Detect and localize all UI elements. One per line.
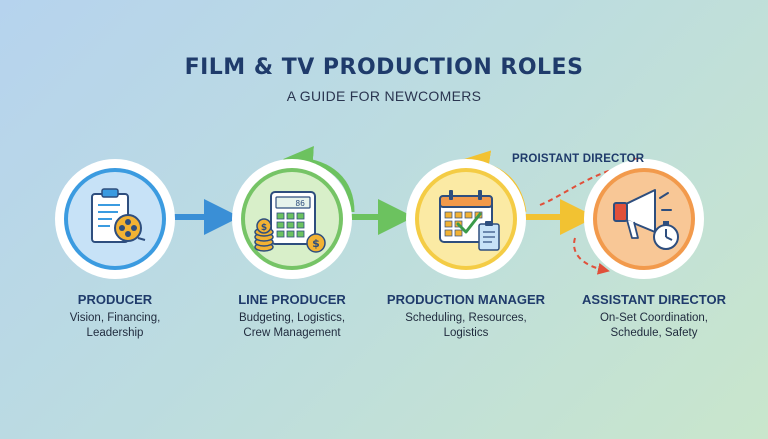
calculator-display: 86 — [295, 199, 305, 208]
role-desc-line: Vision, Financing, — [69, 312, 161, 324]
role-desc-line: On-Set Coordination, — [599, 312, 709, 324]
calculator-coins-icon: 86 $ $ — [254, 191, 326, 253]
svg-text:$: $ — [261, 223, 267, 233]
role-desc-line-producer: Budgeting, Logistics, Crew Management — [202, 311, 382, 341]
megaphone-stopwatch-icon — [613, 189, 679, 250]
annotation-label: PROISTANT DIRECTOR — [512, 153, 645, 165]
role-desc-line: Scheduling, Resources, — [405, 312, 527, 324]
role-desc-line: Budgeting, Logistics, — [238, 312, 346, 324]
role-desc-line: Crew Management — [243, 327, 341, 339]
role-node-line-producer: 86 $ $ — [232, 159, 352, 279]
role-desc-assistant-director: On-Set Coordination, Schedule, Safety — [564, 311, 744, 341]
role-title-line-producer: LINE PRODUCER — [238, 292, 346, 307]
role-node-assistant-director — [584, 159, 704, 279]
page-subtitle: A GUIDE FOR NEWCOMERS — [286, 88, 482, 104]
calendar-checklist-icon — [439, 190, 500, 251]
role-title-producer: PRODUCER — [77, 292, 153, 307]
role-desc-line: Schedule, Safety — [610, 327, 698, 339]
role-title-production-manager: PRODUCTION MANAGER — [386, 292, 546, 307]
role-node-production-manager — [406, 159, 526, 279]
role-desc-producer: Vision, Financing, Leadership — [25, 311, 205, 341]
page-title: FILM & TV PRODUCTION ROLES — [184, 55, 584, 80]
role-desc-line: Leadership — [86, 327, 144, 339]
role-desc-line: Logistics — [443, 327, 489, 339]
role-title-assistant-director: ASSISTANT DIRECTOR — [582, 292, 726, 307]
clipboard-film-reel-icon — [91, 188, 146, 243]
role-node-producer — [55, 159, 175, 279]
svg-text:$: $ — [312, 237, 320, 250]
role-desc-production-manager: Scheduling, Resources, Logistics — [376, 311, 556, 341]
